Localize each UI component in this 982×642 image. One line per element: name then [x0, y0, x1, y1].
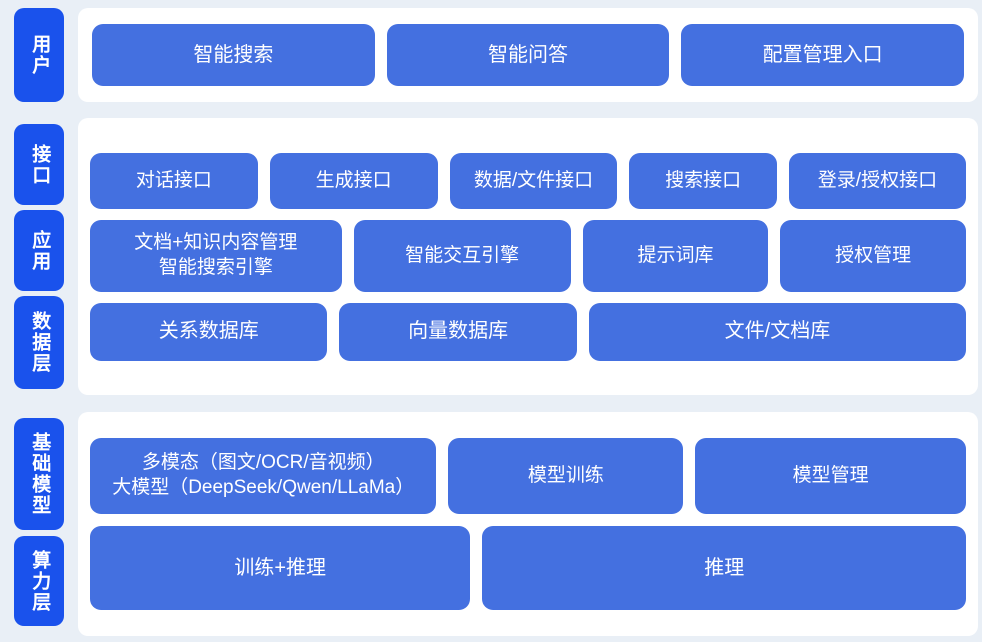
rail-label-user-layer: 用户: [14, 8, 64, 102]
rail-infrastructure: 基础模型 算力层: [0, 412, 78, 636]
box-doc-knowledge-management[interactable]: 文档+知识内容管理 智能搜索引擎: [90, 219, 342, 292]
box-file-document-store[interactable]: 文件/文档库: [588, 302, 967, 361]
box-model-training[interactable]: 模型训练: [448, 438, 684, 514]
box-login-auth-api[interactable]: 登录/授权接口: [788, 152, 966, 209]
box-relational-database[interactable]: 关系数据库: [90, 302, 328, 361]
box-inference[interactable]: 推理: [482, 526, 966, 610]
box-smart-search[interactable]: 智能搜索: [92, 24, 375, 86]
box-multimodal-large-model[interactable]: 多模态（图文/OCR/音视频） 大模型（DeepSeek/Qwen/LLaMa）: [90, 438, 437, 514]
box-model-management[interactable]: 模型管理: [695, 438, 966, 514]
box-data-file-api[interactable]: 数据/文件接口: [449, 152, 618, 209]
box-prompt-library[interactable]: 提示词库: [582, 219, 769, 292]
panel-users: 智能搜索 智能问答 配置管理入口: [78, 8, 978, 102]
box-smart-interaction-engine[interactable]: 智能交互引擎: [353, 219, 571, 292]
row-application: 文档+知识内容管理 智能搜索引擎 智能交互引擎 提示词库 授权管理: [90, 219, 967, 292]
row-data: 关系数据库 向量数据库 文件/文档库: [90, 302, 967, 361]
box-training-plus-inference[interactable]: 训练+推理: [90, 526, 471, 610]
row-compute: 训练+推理 推理: [90, 526, 966, 610]
row-model: 多模态（图文/OCR/音视频） 大模型（DeepSeek/Qwen/LLaMa）…: [90, 438, 966, 514]
rail-label-base-model-layer: 基础模型: [14, 418, 64, 530]
row-user-entries: 智能搜索 智能问答 配置管理入口: [92, 24, 965, 86]
box-search-api[interactable]: 搜索接口: [629, 152, 777, 209]
box-dialog-api[interactable]: 对话接口: [90, 152, 258, 209]
rail-label-data-layer: 数据层: [14, 296, 64, 390]
section-users: 用户 智能搜索 智能问答 配置管理入口: [0, 8, 982, 102]
rail-label-compute-layer: 算力层: [14, 536, 64, 626]
box-smart-qa[interactable]: 智能问答: [386, 24, 670, 86]
box-config-management-entry[interactable]: 配置管理入口: [681, 24, 965, 86]
panel-infrastructure: 多模态（图文/OCR/音视频） 大模型（DeepSeek/Qwen/LLaMa）…: [78, 412, 978, 636]
box-vector-database[interactable]: 向量数据库: [339, 302, 577, 361]
section-infrastructure: 基础模型 算力层 多模态（图文/OCR/音视频） 大模型（DeepSeek/Qw…: [0, 412, 982, 636]
rail-label-application-layer: 应用: [14, 210, 64, 292]
rail-label-interface-layer: 接口: [14, 124, 64, 206]
panel-middle: 对话接口 生成接口 数据/文件接口 搜索接口 登录/授权接口 文档+知识内容管理…: [78, 118, 978, 395]
box-generation-api[interactable]: 生成接口: [269, 152, 438, 209]
section-middle: 接口 应用 数据层 对话接口 生成接口 数据/文件接口 搜索接口 登录/授权接口…: [0, 118, 982, 395]
rail-users: 用户: [0, 8, 78, 102]
box-authorization-management[interactable]: 授权管理: [780, 219, 967, 292]
row-interface: 对话接口 生成接口 数据/文件接口 搜索接口 登录/授权接口: [90, 152, 966, 209]
rail-middle: 接口 应用 数据层: [0, 118, 78, 395]
